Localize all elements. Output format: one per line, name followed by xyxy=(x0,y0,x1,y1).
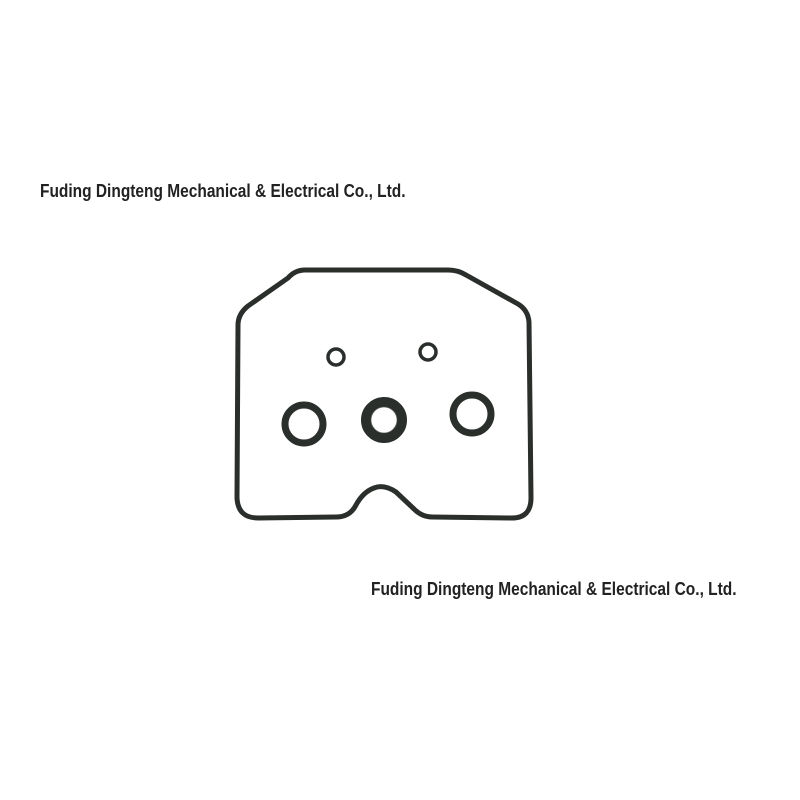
small-o-ring-right xyxy=(418,342,438,362)
company-watermark-top: Fuding Dingteng Mechanical & Electrical … xyxy=(40,181,406,201)
large-o-ring-left xyxy=(281,401,327,447)
company-watermark-bottom: Fuding Dingteng Mechanical & Electrical … xyxy=(371,579,737,599)
center-ring-highlight xyxy=(370,406,398,434)
bowl-gasket xyxy=(234,267,534,521)
large-o-ring-center xyxy=(361,397,407,443)
large-o-ring-right xyxy=(449,391,495,437)
small-o-ring-left xyxy=(326,347,346,367)
